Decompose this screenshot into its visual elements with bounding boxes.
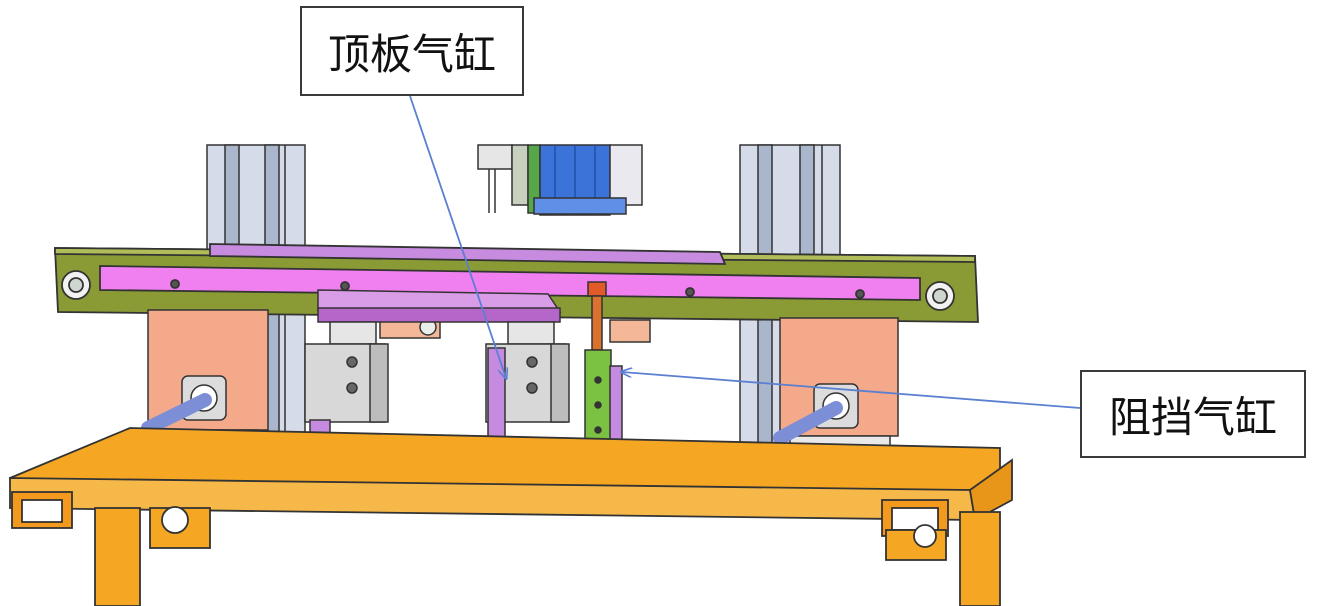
left-bearing-block bbox=[141, 309, 269, 445]
callout-top-plate-cylinder: 顶板气缸 bbox=[300, 6, 524, 96]
callout-stop-cylinder: 阻挡气缸 bbox=[1080, 370, 1306, 458]
leader-line-top-plate-cylinder bbox=[409, 95, 506, 378]
orange-frame bbox=[8, 427, 1013, 606]
leader-line-stop-cylinder bbox=[622, 372, 1081, 409]
top-motor-assembly bbox=[477, 144, 643, 216]
conveyor-rail bbox=[54, 243, 979, 323]
callout-stop-cylinder-label: 阻挡气缸 bbox=[1108, 392, 1277, 442]
right-bearing-block bbox=[773, 317, 899, 451]
top-plate bbox=[317, 289, 562, 323]
callout-top-plate-cylinder-label: 顶板气缸 bbox=[327, 29, 496, 79]
